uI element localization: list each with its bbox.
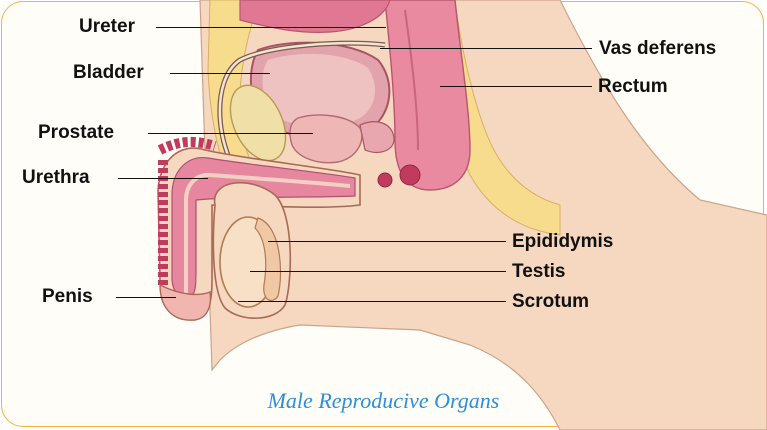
scrotum-leader [238,301,506,302]
prostate-leader [148,133,313,134]
label-bladder: Bladder [73,63,144,82]
prostate-shape [290,115,362,163]
label-scrotum: Scrotum [512,292,589,311]
urethra-leader [118,178,208,179]
testis-leader [250,271,506,272]
label-epididymis: Epididymis [512,232,613,251]
label-urethra: Urethra [22,168,90,187]
rectum-shape [385,0,470,190]
label-ureter: Ureter [79,17,135,36]
penis-leader [116,297,176,298]
rectum-leader [440,86,592,87]
ureter-leader [156,27,386,28]
diagram-caption: Male Reproducive Organs [0,388,767,414]
epididymis-leader [268,241,506,242]
label-penis: Penis [42,287,93,306]
label-testis: Testis [512,262,566,281]
bladder-leader [170,73,270,74]
label-rectum: Rectum [598,77,668,96]
label-prostate: Prostate [38,123,114,142]
vas-deferens-leader [380,48,592,49]
label-vas-deferens: Vas deferens [599,39,716,58]
